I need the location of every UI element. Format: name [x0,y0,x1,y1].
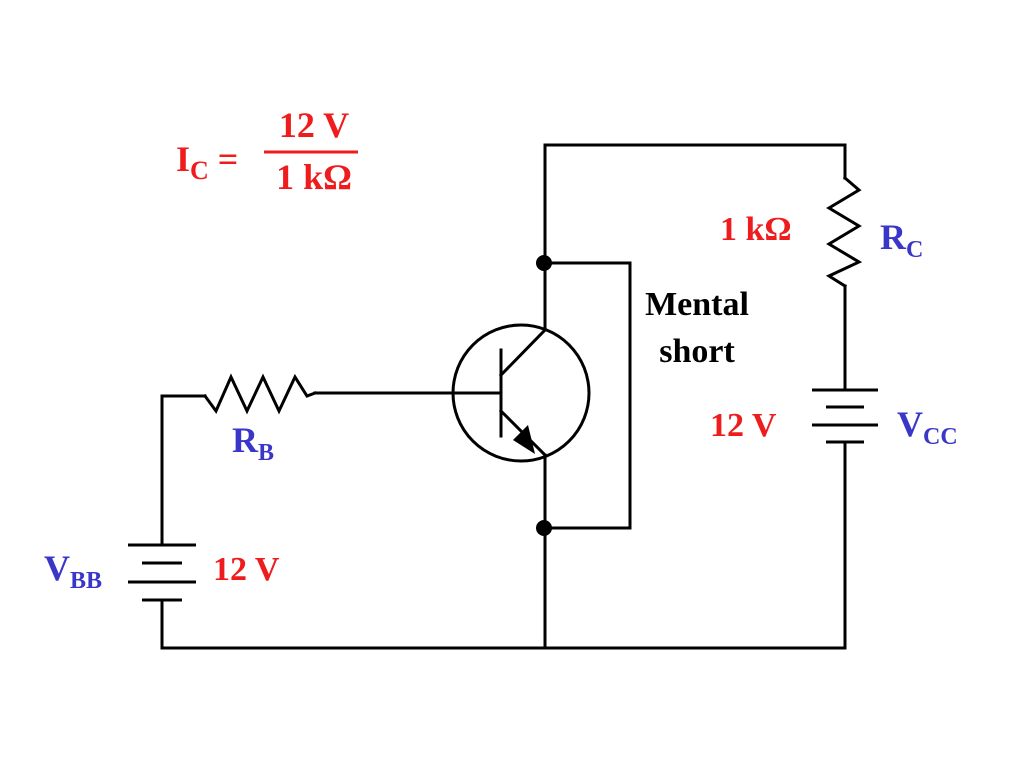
rc-resistor [825,175,863,289]
mental-short-label-line2: short [659,333,735,370]
vcc-battery [812,388,878,444]
vbb-battery [128,543,196,602]
collector-top-wire [543,143,847,332]
mental-short-label-line1: Mental [645,286,749,323]
emitter-junction-dot [536,520,552,536]
formula-denominator: 1 kΩ [276,157,352,197]
vcc-value-label: 12 V [710,407,777,444]
vcc-name-label: VCC [897,404,958,450]
rb-resistor [202,373,317,415]
emitter-arrow-icon [513,425,535,454]
collector-current-formula: IC = 12 V 1 kΩ [176,105,358,197]
rc-name-label: RC [880,217,923,263]
bottom-return-wire [160,443,847,650]
transistor-collector-lead [498,327,548,378]
mental-short-bracket [543,261,632,530]
wires [160,143,847,650]
collector-junction-dot [536,255,552,271]
vbb-to-rb-wire [160,394,207,547]
transistor-body [451,323,591,463]
rc-value-label: 1 kΩ [720,211,792,248]
vbb-value-label: 12 V [213,551,280,588]
npn-transistor [451,323,591,463]
formula-numerator: 12 V [279,105,349,145]
rb-name-label: RB [232,420,274,466]
vbb-name-label: VBB [44,548,102,594]
formula-lhs: IC = [176,139,238,185]
